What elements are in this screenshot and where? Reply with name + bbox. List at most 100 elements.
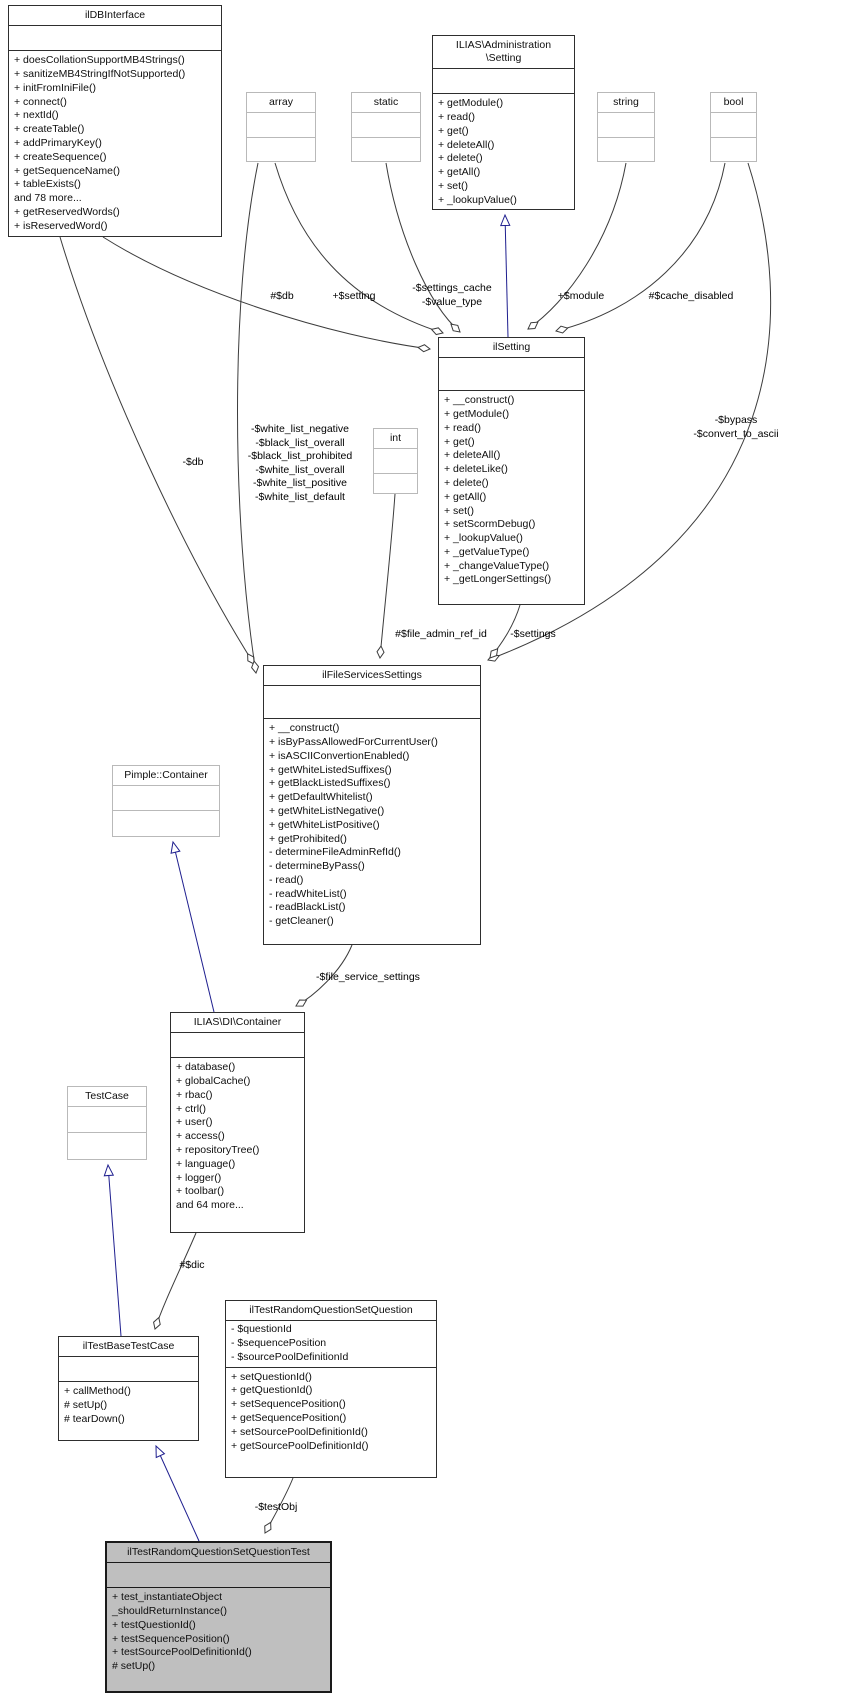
edge-container-to-testbase [153, 1232, 197, 1330]
method-line: + getProhibited() [269, 832, 347, 845]
edge-array-to-ilsetting [274, 162, 444, 336]
class-title: ilTestRandomQuestionSetQuestionTest [107, 1543, 330, 1564]
class-methods: + database()+ globalCache()+ rbac()+ ctr… [171, 1058, 304, 1232]
attribute-line: - $questionId [231, 1323, 292, 1336]
attribute-line: - $sourcePoolDefinitionId [231, 1350, 349, 1363]
type-attributes [374, 449, 417, 475]
type-node-pimple-container: Pimple::Container [112, 765, 220, 837]
edge-db-to-fss [59, 236, 255, 665]
class-node-ilfileservicessettings[interactable]: ilFileServicesSettings + __construct()+ … [263, 665, 481, 945]
method-line: # setUp() [112, 1660, 156, 1673]
method-line: + sanitizeMB4StringIfNotSupported() [14, 67, 186, 80]
method-line: + __construct() [269, 722, 340, 735]
method-line: - readWhiteList() [269, 887, 347, 900]
method-line: + _lookupValue() [438, 193, 517, 206]
class-methods: + callMethod()# setUp()# tearDown() [59, 1382, 198, 1440]
edge-label-testobj: -$testObj [254, 1501, 298, 1513]
class-node-iltestbasetestcase[interactable]: ilTestBaseTestCase + callMethod()# setUp… [58, 1336, 199, 1441]
method-line: + set() [438, 180, 469, 193]
edge-string-to-ilsetting [527, 162, 627, 330]
method-line: + toolbar() [176, 1185, 225, 1198]
method-line: + getBlackListedSuffixes() [269, 777, 391, 790]
class-title: ILIAS\Administration \Setting [433, 36, 574, 70]
method-line: + isReservedWord() [14, 219, 108, 232]
method-line: + addPrimaryKey() [14, 136, 102, 149]
method-line: - readBlackList() [269, 901, 346, 914]
type-node-static: static [351, 92, 421, 162]
method-line: + __construct() [444, 394, 515, 407]
class-attributes: - $questionId- $sequencePosition- $sourc… [226, 1321, 436, 1368]
method-line: + getQuestionId() [231, 1384, 313, 1397]
type-methods [711, 138, 756, 161]
method-line: - determineByPass() [269, 860, 365, 873]
method-line: + deleteLike() [444, 463, 508, 476]
class-node-iltestrandomquestionsetquestion[interactable]: ilTestRandomQuestionSetQuestion - $quest… [225, 1300, 437, 1478]
class-node-ildbinterface[interactable]: ilDBInterface + doesCollationSupportMB4S… [8, 5, 222, 237]
method-line: + globalCache() [176, 1074, 251, 1087]
class-title: ILIAS\DI\Container [171, 1013, 304, 1034]
edge-int-to-fss [376, 493, 396, 659]
edge-label-cache-disabled: #$cache_disabled [648, 290, 734, 302]
type-title: int [374, 429, 417, 450]
type-title: TestCase [68, 1087, 146, 1108]
method-line: + getDefaultWhitelist() [269, 791, 373, 804]
method-line: + getAll() [444, 490, 487, 503]
type-methods [113, 811, 219, 836]
method-line: + createTable() [14, 123, 85, 136]
edge-testbase-extends-testcase [103, 1163, 122, 1337]
method-line: + isByPassAllowedForCurrentUser() [269, 735, 438, 748]
class-node-ilias-administration-setting[interactable]: ILIAS\Administration \Setting + getModul… [432, 35, 575, 210]
class-methods: + doesCollationSupportMB4Strings()+ sani… [9, 51, 221, 236]
class-attributes [107, 1563, 330, 1589]
edge-static-to-ilsetting [385, 162, 461, 333]
method-line: + user() [176, 1116, 213, 1129]
method-line: + getModule() [444, 407, 510, 420]
type-attributes [247, 113, 315, 139]
method-line: + get() [444, 435, 475, 448]
method-line: + read() [444, 421, 482, 434]
method-line: + repositoryTree() [176, 1143, 260, 1156]
class-node-ilias-di-container[interactable]: ILIAS\DI\Container + database()+ globalC… [170, 1012, 305, 1233]
class-methods: + __construct()+ getModule()+ read()+ ge… [439, 391, 584, 604]
class-node-iltestrandomquestionsetquestiontest: ilTestRandomQuestionSetQuestionTest + te… [105, 1541, 332, 1693]
type-node-array: array [246, 92, 316, 162]
type-node-string: string [597, 92, 655, 162]
method-line: + rbac() [176, 1088, 213, 1101]
class-attributes [439, 358, 584, 392]
method-line: + testSourcePoolDefinitionId() [112, 1646, 252, 1659]
method-line: and 78 more... [14, 192, 82, 205]
edge-label-bypass: -$bypass -$convert_to_ascii [693, 414, 779, 440]
edge-label-file-admin-ref-id: #$file_admin_ref_id [395, 628, 487, 640]
type-attributes [598, 113, 654, 139]
method-line: + language() [176, 1157, 236, 1170]
method-line: + _lookupValue() [444, 532, 523, 545]
method-line: + tableExists() [14, 178, 81, 191]
edge-label-setting: +$setting [332, 290, 376, 302]
type-methods [247, 138, 315, 161]
method-line: + initFromIniFile() [14, 81, 96, 94]
class-attributes [9, 26, 221, 52]
method-line: + isASCIIConvertionEnabled() [269, 749, 410, 762]
method-line: + testSequencePosition() [112, 1632, 230, 1645]
method-line: + setSourcePoolDefinitionId() [231, 1425, 368, 1438]
method-line: + ctrl() [176, 1102, 207, 1115]
method-line: + read() [438, 111, 476, 124]
method-line: + getModule() [438, 97, 504, 110]
edge-label-file-service-settings: -$file_service_settings [316, 971, 420, 983]
method-line: + connect() [14, 95, 67, 108]
method-line: + logger() [176, 1171, 222, 1184]
class-title: ilSetting [439, 338, 584, 359]
type-node-bool: bool [710, 92, 757, 162]
type-title: static [352, 93, 420, 114]
edge-label-db-fss: -$db [182, 456, 204, 468]
class-node-ilsetting[interactable]: ilSetting + __construct()+ getModule()+ … [438, 337, 585, 605]
method-line: + setSequencePosition() [231, 1398, 346, 1411]
edge-label-settings-cache: -$settings_cache -$value_type [412, 282, 492, 308]
class-methods: + getModule()+ read()+ get()+ deleteAll(… [433, 94, 574, 209]
method-line: + getSourcePoolDefinitionId() [231, 1439, 369, 1452]
method-line: + _getValueType() [444, 545, 530, 558]
method-line: + database() [176, 1061, 236, 1074]
class-title: ilFileServicesSettings [264, 666, 480, 687]
edge-container-extends-pimple [170, 840, 215, 1013]
